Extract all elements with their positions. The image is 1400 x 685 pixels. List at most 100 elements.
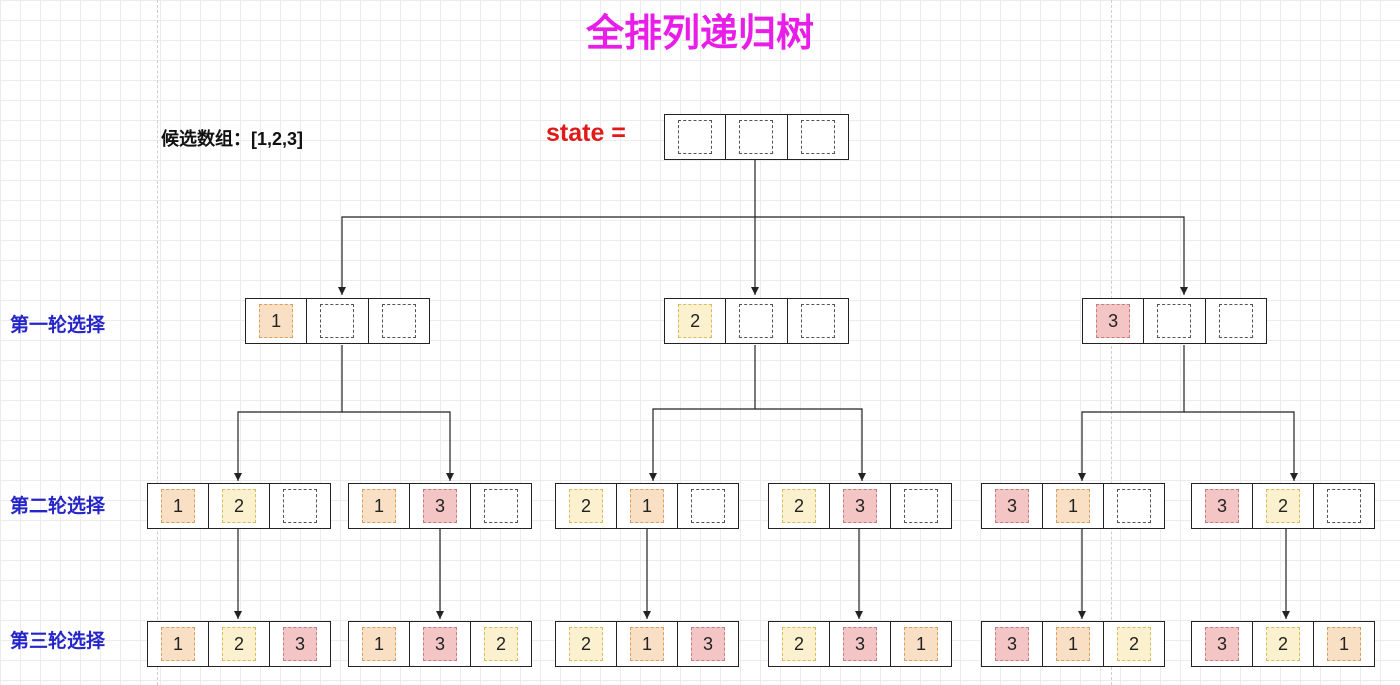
array-slot: 1: [362, 627, 396, 661]
edge-l1-2-to-l2-4: [755, 408, 866, 481]
array-cell: 2: [208, 484, 269, 528]
array-cell: 1: [148, 622, 208, 666]
array-slot: 2: [1266, 489, 1300, 523]
state-array-l3-6: 3 2 1: [1191, 621, 1375, 667]
array-cell: 3: [829, 622, 890, 666]
state-array-l3-5: 3 1 2: [981, 621, 1165, 667]
array-slot: 3: [423, 489, 457, 523]
array-cell: 3: [1192, 622, 1252, 666]
array-cell: 2: [556, 622, 616, 666]
array-slot: [1218, 304, 1253, 338]
array-cell: 2: [769, 484, 829, 528]
state-array-l3-3: 2 1 3: [555, 621, 739, 667]
array-slot: 1: [1056, 489, 1090, 523]
array-slot: [320, 304, 355, 338]
array-cell: [470, 484, 531, 528]
array-slot: [739, 304, 774, 338]
array-cell: [665, 115, 725, 159]
array-slot: 2: [678, 304, 713, 338]
array-slot: [678, 120, 713, 154]
array-slot: [691, 489, 725, 523]
row-label-round-3: 第三轮选择: [10, 631, 106, 652]
array-slot: [904, 489, 938, 523]
array-slot: 1: [630, 627, 664, 661]
array-cell: [1103, 484, 1164, 528]
array-slot: 3: [423, 627, 457, 661]
array-cell: [269, 484, 330, 528]
array-slot: 3: [1205, 489, 1239, 523]
array-slot: 1: [1056, 627, 1090, 661]
array-slot: 1: [259, 304, 294, 338]
row-label-round-2: 第二轮选择: [10, 496, 106, 517]
array-cell: 2: [556, 484, 616, 528]
array-slot: 2: [484, 627, 518, 661]
state-array-l1-3: 3: [1082, 298, 1267, 344]
array-cell: [367, 299, 429, 343]
array-slot: [800, 304, 835, 338]
state-array-l3-4: 2 3 1: [768, 621, 952, 667]
array-cell: 3: [982, 484, 1042, 528]
array-cell: [890, 484, 951, 528]
array-cell: 1: [246, 299, 306, 343]
array-cell: [725, 115, 786, 159]
edge-l1-1-to-l2-1: [234, 345, 343, 481]
array-cell: [1313, 484, 1374, 528]
array-cell: 2: [1252, 622, 1313, 666]
array-cell: 1: [1313, 622, 1374, 666]
array-cell: 2: [1103, 622, 1164, 666]
array-cell: 1: [616, 622, 677, 666]
array-cell: [786, 115, 848, 159]
array-slot: 3: [843, 627, 877, 661]
array-cell: 3: [677, 622, 738, 666]
array-slot: 3: [843, 489, 877, 523]
array-cell: 1: [349, 484, 409, 528]
array-slot: 1: [1327, 627, 1361, 661]
state-label: state =: [546, 119, 626, 147]
edge-root-to-l1-1: [338, 160, 756, 295]
array-slot: [1157, 304, 1192, 338]
array-cell: 3: [982, 622, 1042, 666]
array-slot: [739, 120, 774, 154]
array-slot: 3: [283, 627, 317, 661]
array-slot: 2: [782, 489, 816, 523]
array-cell: 1: [1042, 484, 1103, 528]
array-cell: 1: [148, 484, 208, 528]
array-cell: [786, 299, 848, 343]
array-cell: [677, 484, 738, 528]
array-slot: 3: [995, 489, 1029, 523]
array-slot: 1: [362, 489, 396, 523]
state-array-root: [664, 114, 849, 160]
array-slot: 1: [161, 489, 195, 523]
array-slot: 3: [995, 627, 1029, 661]
array-slot: 2: [569, 489, 603, 523]
array-cell: 3: [1083, 299, 1143, 343]
array-slot: 3: [691, 627, 725, 661]
array-slot: [381, 304, 416, 338]
state-array-l2-3: 2 1: [555, 483, 739, 529]
state-array-l2-1: 1 2: [147, 483, 331, 529]
array-slot: 3: [1205, 627, 1239, 661]
array-cell: 1: [349, 622, 409, 666]
array-cell: 2: [665, 299, 725, 343]
state-array-l1-2: 2: [664, 298, 849, 344]
array-cell: 3: [1192, 484, 1252, 528]
array-cell: [306, 299, 367, 343]
array-slot: 2: [782, 627, 816, 661]
state-array-l3-2: 1 3 2: [348, 621, 532, 667]
array-slot: [283, 489, 317, 523]
array-slot: [800, 120, 835, 154]
array-slot: 2: [222, 489, 256, 523]
array-slot: 1: [904, 627, 938, 661]
array-cell: 3: [409, 484, 470, 528]
array-cell: 1: [1042, 622, 1103, 666]
array-slot: 2: [1266, 627, 1300, 661]
array-cell: 3: [409, 622, 470, 666]
array-slot: 1: [161, 627, 195, 661]
array-cell: [725, 299, 786, 343]
state-array-l2-5: 3 1: [981, 483, 1165, 529]
array-slot: 2: [569, 627, 603, 661]
edge-l1-3-to-l2-5: [1078, 345, 1185, 481]
edge-root-to-l1-3: [755, 216, 1188, 295]
array-slot: [1327, 489, 1361, 523]
